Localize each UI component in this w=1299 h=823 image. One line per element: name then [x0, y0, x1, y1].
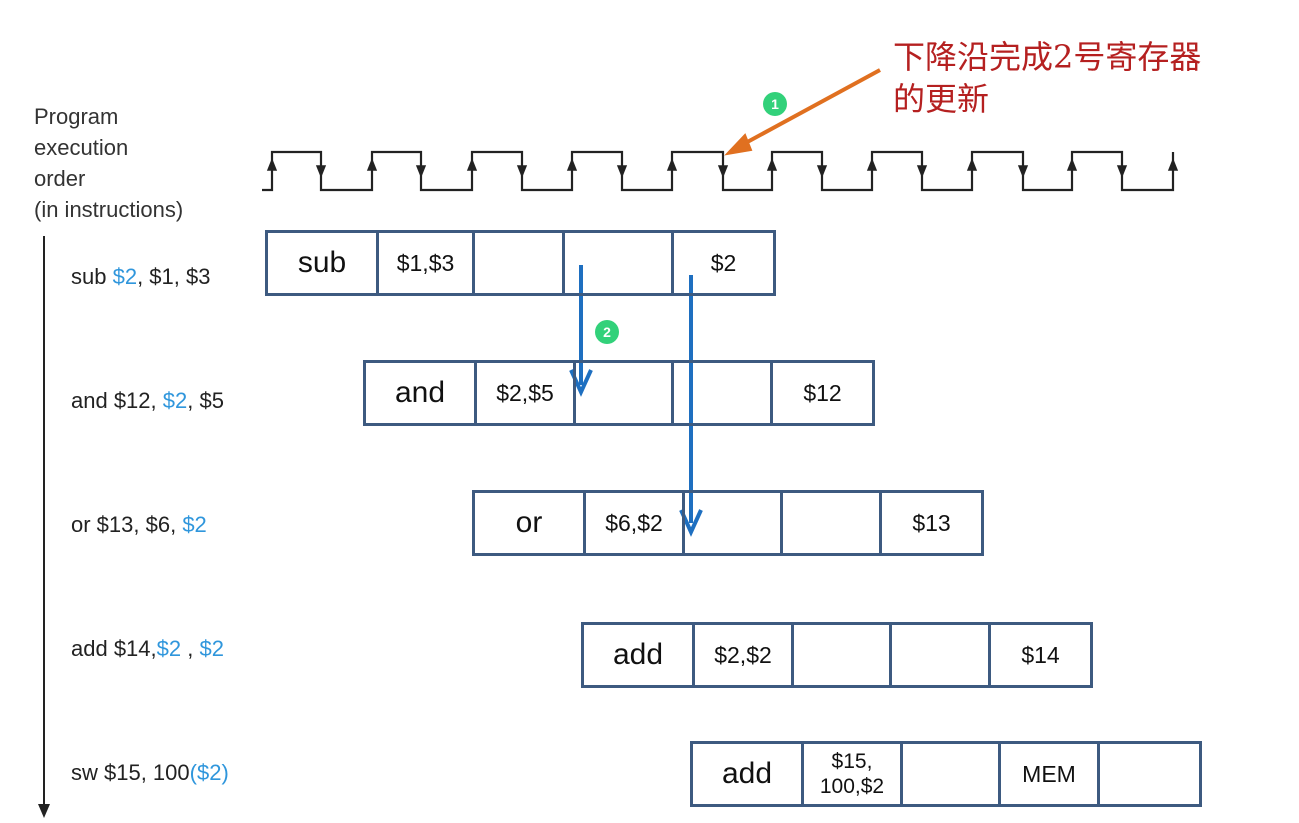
rising-edge-arrow: [466, 157, 478, 171]
annotation-line-1: 下降沿完成2号寄存器: [893, 38, 1202, 76]
pipeline-opcode: and: [366, 363, 477, 423]
instruction-text: and $12,: [71, 388, 163, 413]
annotation-arrow-line: [739, 68, 881, 148]
rising-edge-arrow: [966, 157, 978, 171]
instruction-text: add $14,: [71, 636, 157, 661]
pipeline-stage-cell: $14: [1021, 642, 1060, 668]
instruction-label: sw $15, 100($2): [71, 760, 229, 786]
instruction-text: , $1, $3: [137, 264, 211, 289]
pipeline-row: add$15, 100,$2 MEM: [690, 741, 1202, 807]
falling-edge-arrow: [717, 165, 729, 179]
execution-order-label: Program execution order (in instructions…: [34, 101, 183, 225]
pipeline-stage-cell: $15, 100,$2: [804, 744, 903, 804]
pipeline-stage-cell: $2: [710, 250, 737, 276]
register-highlight: $2: [156, 636, 182, 661]
pipeline-stage-cell: [475, 233, 565, 293]
pipeline-row: add$2,$2 $14: [581, 622, 1093, 688]
pipeline-stage-cell: $2,$5: [477, 363, 576, 423]
pipeline-stage-cell: [1100, 744, 1199, 804]
pipeline-row: or$6,$2 $13: [472, 490, 984, 556]
pipeline-stage-cell: $6,$2: [586, 493, 685, 553]
rising-edge-arrow: [366, 157, 378, 171]
instruction-text: , $5: [187, 388, 224, 413]
annotation-line-2: 的更新: [893, 80, 990, 118]
register-highlight: $2: [162, 388, 188, 413]
register-highlight: ($2): [189, 760, 229, 785]
pipeline-stage-cell: [903, 744, 1001, 804]
pipeline-opcode: or: [475, 493, 586, 553]
pipeline-stage-cell: [685, 493, 783, 553]
step-marker-2: 2: [595, 320, 619, 344]
rising-edge-arrow: [566, 157, 578, 171]
falling-edge-arrow: [616, 165, 628, 179]
pipeline-stage-cell: $12: [803, 380, 842, 406]
pipeline-stage-cell: [576, 363, 674, 423]
rising-edge-arrow: [1066, 157, 1078, 171]
instruction-label: and $12, $2, $5: [71, 388, 224, 414]
axis-label-line: execution: [34, 135, 129, 160]
pipeline-stage-cell: $2,$2: [695, 625, 794, 685]
falling-edge-arrow: [1017, 165, 1029, 179]
pipeline-stage-cell: [565, 233, 674, 293]
rising-edge-arrow: [766, 157, 778, 171]
instruction-text: sub: [71, 264, 113, 289]
falling-edge-arrow: [1116, 165, 1128, 179]
pipeline-stage-cell: [674, 363, 773, 423]
instruction-label: or $13, $6, $2: [71, 512, 207, 538]
clock-edge-arrows: [266, 157, 1179, 179]
register-highlight: $2: [112, 264, 138, 289]
execution-order-arrowhead: [38, 804, 50, 818]
pipeline-stage-cell: [783, 493, 882, 553]
pipeline-opcode: add: [693, 744, 804, 804]
instruction-label: sub $2, $1, $3: [71, 264, 210, 290]
clock-waveform: [262, 150, 1175, 192]
rising-edge-arrow: [1167, 157, 1179, 171]
pipeline-stage-cell: $1,$3: [379, 233, 475, 293]
instruction-text: or $13, $6,: [71, 512, 183, 537]
pipeline-row: sub$1,$3 $2: [265, 230, 776, 296]
pipeline-stage-cell: [794, 625, 892, 685]
pipeline-stage-cell: $13: [912, 510, 951, 536]
register-highlight: $2: [182, 512, 207, 537]
rising-edge-arrow: [666, 157, 678, 171]
falling-edge-arrow: [415, 165, 427, 179]
pipeline-stage-cell: [892, 625, 991, 685]
falling-edge-arrow: [315, 165, 327, 179]
axis-label-line: (in instructions): [34, 197, 184, 222]
falling-edge-annotation: 下降沿完成2号寄存器 的更新: [893, 36, 1273, 120]
falling-edge-arrow: [916, 165, 928, 179]
pipeline-stage-cell: MEM: [1001, 744, 1100, 804]
instruction-label: add $14,$2 , $2: [71, 636, 224, 662]
annotation-arrowhead: [724, 133, 753, 156]
axis-label-line: order: [34, 166, 86, 191]
rising-edge-arrow: [266, 157, 278, 171]
step-marker-1: 1: [763, 92, 787, 116]
instruction-text: ,: [181, 636, 200, 661]
falling-edge-arrow: [816, 165, 828, 179]
rising-edge-arrow: [866, 157, 878, 171]
instruction-text: sw $15, 100: [71, 760, 190, 785]
pipeline-opcode: sub: [268, 233, 379, 293]
axis-label-line: Program: [34, 104, 119, 129]
pipeline-row: and$2,$5 $12: [363, 360, 875, 426]
pipeline-opcode: add: [584, 625, 695, 685]
falling-edge-arrow: [516, 165, 528, 179]
register-highlight: $2: [199, 636, 224, 661]
